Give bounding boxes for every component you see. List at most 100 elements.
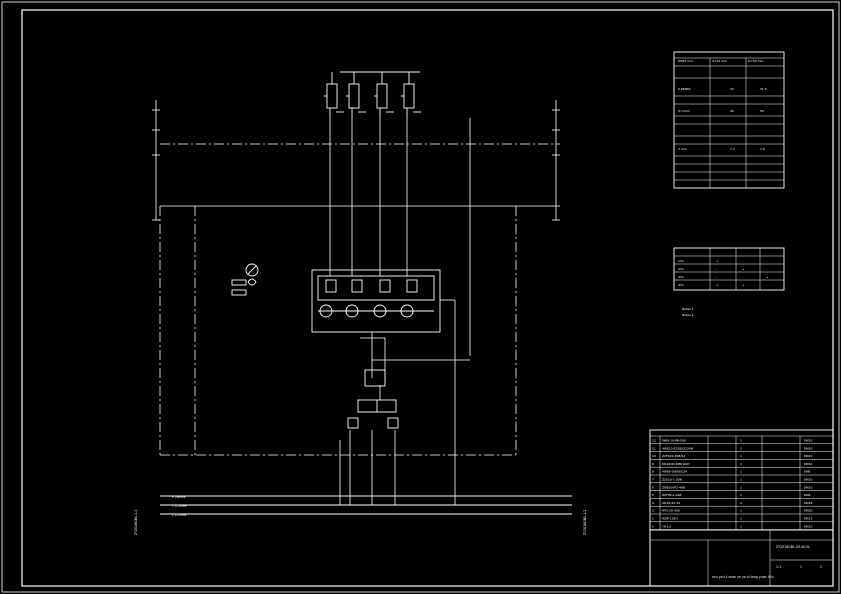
bom-cell-7-1: Z2FS6-2-44B	[662, 493, 681, 497]
valve-cell-0-2: -	[742, 259, 743, 263]
bom-cell-3-0: 9	[652, 462, 654, 466]
bom-cell-10-3: DN12	[804, 517, 812, 521]
valve-cell-2-2: -	[742, 275, 743, 279]
bom-cell-8-2: 4	[740, 501, 742, 505]
actuator-group	[324, 71, 421, 118]
bom-cell-11-3: DN10	[804, 524, 812, 528]
bom-cell-6-1: ZDB10VP2-40B	[662, 485, 685, 489]
sheet-count: 1	[800, 565, 802, 569]
bom-cell-11-1: YK-1.0	[662, 524, 671, 528]
param-header-1: DN25 mm	[678, 59, 693, 63]
control-valve-stack	[347, 369, 399, 429]
bom-cell-9-2: 1	[740, 509, 742, 513]
param-row-3-c3: 1.6	[760, 147, 765, 151]
valve-cell-0-0: 1YA	[678, 259, 685, 263]
valve-action-table: 1YA + - - 2YA - + - 3YA - - +4YA + + -	[673, 247, 785, 291]
left-vertical-label-1: ZY2016GB1-1-1	[134, 510, 138, 535]
bus-lines	[160, 495, 572, 515]
valve-cell-3-0: 4YA	[678, 283, 685, 287]
valve-cell-0-1: +	[716, 259, 719, 263]
bom-cell-0-1: DBW-10-PB-50X	[662, 439, 686, 443]
bom-cell-5-0: 7	[652, 478, 654, 482]
bom-cell-0-0: 12	[652, 439, 656, 443]
bus-text-l: L 0.1MPa	[172, 513, 186, 517]
bom-cell-11-0: 1	[652, 524, 654, 528]
manifold-block	[311, 269, 441, 333]
scale-label: 1:1	[776, 565, 781, 569]
bom-cell-10-2: 1	[740, 517, 742, 521]
valve-cell-1-1: -	[716, 267, 717, 271]
valve-cell-2-3: +	[766, 275, 769, 279]
bus-text-t: T 0.3MPa	[171, 504, 187, 508]
param-header-3: D=50 mm	[748, 59, 764, 63]
bom-cell-7-0: 5	[652, 493, 654, 497]
pressure-gauge	[231, 263, 259, 296]
bom-cell-0-2: 1	[740, 439, 742, 443]
bom-cell-5-2: 1	[740, 478, 742, 482]
bus-text-p: P 28MPa	[172, 495, 186, 499]
bom-cell-5-1: Z2S10-1-30B	[662, 478, 682, 482]
bom-cell-4-3: DN6	[804, 470, 811, 474]
title-block: zhu you ji zhan ye ya xi tong yuan li tu…	[649, 529, 834, 587]
valve-cell-2-1: -	[716, 275, 717, 279]
bom-cell-4-1: 4WE6-G6X/EG24	[662, 470, 687, 474]
supply-lines	[329, 118, 471, 505]
param-row-3-c1: V m/s	[678, 147, 687, 151]
actuator-cylinder-1	[324, 72, 344, 118]
param-row-2-c2: 40	[730, 109, 734, 113]
bom-cell-8-1: SK-16-20-10	[662, 501, 680, 505]
bom-cell-1-1: 4WE10-E31B/CG24N	[662, 446, 693, 450]
upper-dashdot-frame	[159, 143, 560, 456]
bom-cell-3-3: DN10	[804, 462, 812, 466]
param-row-1-c1: P 28MPa	[678, 87, 691, 91]
bom-cell-0-3: DN10	[804, 439, 812, 443]
valve-cell-3-2: +	[742, 283, 745, 287]
bom-cell-9-3: DN20	[804, 509, 812, 513]
valve-cell-0-3: -	[766, 259, 767, 263]
valve-cell-1-0: 2YA	[678, 267, 685, 271]
bom-cell-1-3: DN10	[804, 446, 812, 450]
bom-cell-3-1: DR10DP-30B/100Y	[662, 462, 690, 466]
param-row-2-c3: 50	[760, 109, 764, 113]
drawing-number: ZY2016GB1-03-00-YL	[776, 545, 810, 549]
actuator-cylinder-4	[401, 72, 421, 118]
param-row-1-c3: 31.5	[760, 87, 767, 91]
bom-cell-5-3: DN10	[804, 478, 812, 482]
bom-cell-10-1: WZP-12B-1	[662, 517, 679, 521]
valve-cell-3-3: -	[766, 283, 767, 287]
note-2: Notes 2	[682, 313, 694, 317]
bom-cell-6-0: 6	[652, 485, 654, 489]
bom-cell-1-0: 11	[652, 446, 656, 450]
bus-left-texts: P 28MPa T 0.3MPa L 0.1MPa	[171, 495, 187, 517]
bom-cell-10-0: 2	[652, 517, 654, 521]
param-row-3-c2: 1.2	[730, 147, 735, 151]
bom-cell-9-0: 3	[652, 509, 654, 513]
left-vertical-label-2: ZY2016GB1-1-2	[583, 510, 587, 535]
bom-cell-6-2: 1	[740, 485, 742, 489]
param-header-2: d=32 mm	[712, 59, 727, 63]
parameter-table: DN25 mm d=32 mm D=50 mm P 28MPa 25 31.5 …	[673, 51, 785, 189]
bom-cell-4-2: 1	[740, 470, 742, 474]
bom-cell-2-0: 10	[652, 454, 656, 458]
bom-cell-9-1: HP2-20-400	[662, 509, 680, 513]
bom-cell-1-2: 1	[740, 446, 742, 450]
valve-cell-3-1: +	[716, 283, 719, 287]
bom-cell-8-3: DN16	[804, 501, 812, 505]
bom-cell-2-2: 1	[740, 454, 742, 458]
valve-cell-1-3: -	[766, 267, 767, 271]
valve-cell-2-0: 3YA	[678, 275, 685, 279]
bom-cell-11-2: 1	[740, 524, 742, 528]
bom-cell-8-0: 4	[652, 501, 654, 505]
valve-cell-1-2: +	[742, 267, 745, 271]
param-row-1-c2: 25	[730, 87, 734, 91]
bom-cell-3-2: 1	[740, 462, 742, 466]
bom-cell-6-3: DN10	[804, 485, 812, 489]
actuator-cylinder-2	[346, 72, 366, 118]
sheet-title: zhu you ji zhan ye ya xi tong yuan li tu	[712, 575, 774, 579]
note-1: Notes 1	[682, 307, 694, 311]
actuator-cylinder-3	[374, 72, 394, 118]
bom-cell-2-3: DN10	[804, 454, 812, 458]
bom-cell-2-1: Z2FS10-30B/S2	[662, 454, 685, 458]
